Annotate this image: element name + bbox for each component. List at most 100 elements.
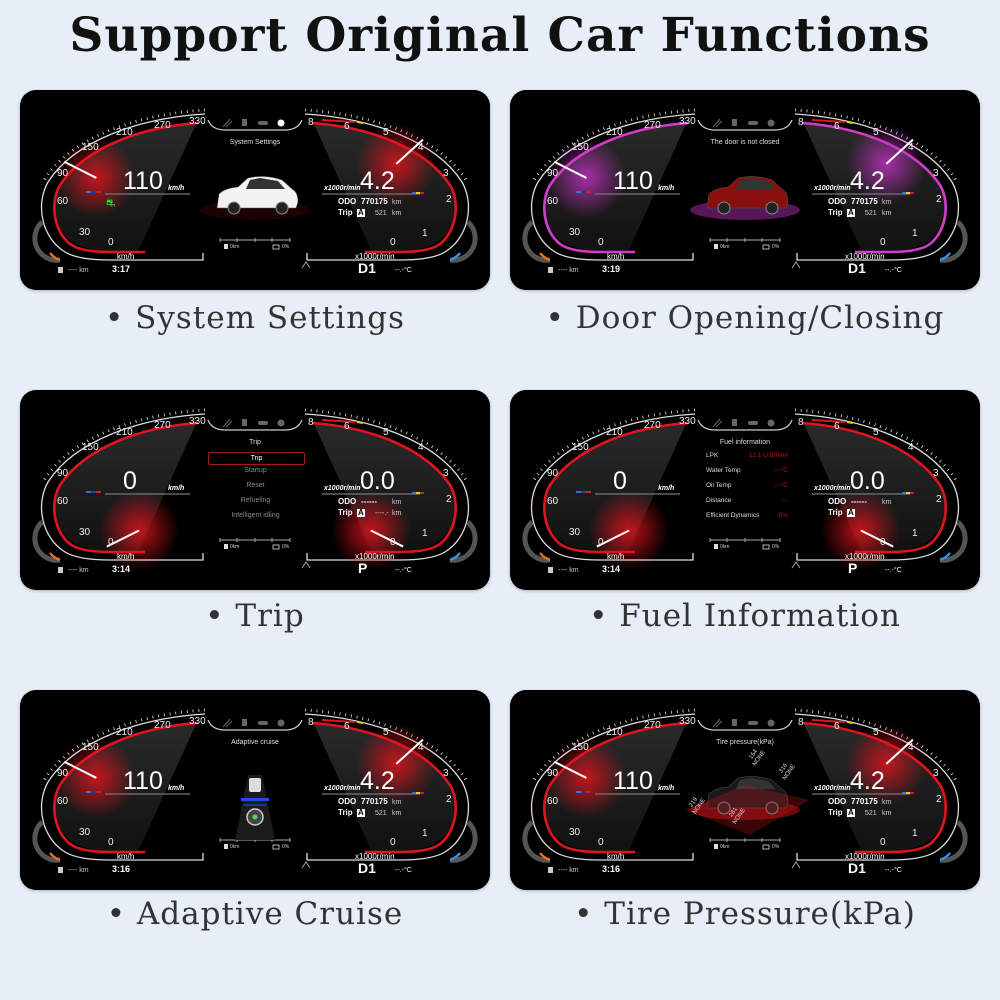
menu-icons xyxy=(712,718,775,728)
m-logo-left xyxy=(576,191,591,193)
speed-needle xyxy=(106,529,140,548)
gear-indicator: P xyxy=(358,560,368,576)
fuel-info-label: Distance xyxy=(706,497,732,504)
fuel-info-label: Water Temp xyxy=(706,467,741,474)
rpm-unit-bottom: x1000r/min xyxy=(355,852,395,861)
trip-menu-item[interactable]: Startup xyxy=(244,467,267,474)
rpm-tick-label: 4 xyxy=(418,142,424,153)
rpm-tick-label: 1 xyxy=(912,828,918,839)
gear-icon xyxy=(277,719,285,727)
rpm-gauge-face xyxy=(314,424,457,552)
trip-menu-item[interactable]: Refueling xyxy=(240,497,271,504)
trip-menu-item[interactable]: Reset xyxy=(246,482,265,489)
speed-tick-label: 210 xyxy=(116,427,133,438)
rpm-tick-label: 8 xyxy=(308,117,314,128)
speed-value: 110 xyxy=(123,767,163,795)
range-value: ---- km xyxy=(558,567,579,574)
speed-tick-label: 0 xyxy=(598,837,604,848)
trip-label: Trip xyxy=(338,808,353,817)
left-mini-gauge xyxy=(522,220,551,263)
fuel-pump-icon xyxy=(714,844,718,849)
speed-tick-label: 210 xyxy=(116,727,133,738)
redline-marker xyxy=(811,119,846,123)
rpm-value: 4.2 xyxy=(360,167,395,195)
temp-warning-icon xyxy=(791,261,801,269)
battery-percent: 0% xyxy=(772,544,780,550)
gear-icon xyxy=(767,419,775,427)
fuel-info-label: LPK xyxy=(706,452,719,459)
rpm-unit: x1000r/min xyxy=(814,485,851,492)
outside-temperature: --.-°C xyxy=(885,267,902,274)
m-logo-right xyxy=(412,492,424,494)
speed-value: 110 xyxy=(613,767,653,795)
left-mini-gauge-level xyxy=(49,552,61,562)
rpm-tick-label: 3 xyxy=(933,768,939,779)
rpm-tick-label: 1 xyxy=(422,528,428,539)
trip-menu-item[interactable]: Trip xyxy=(208,452,305,465)
road-icon xyxy=(222,718,233,728)
speed-tick-label: 210 xyxy=(606,427,623,438)
speed-gauge-face xyxy=(543,424,686,552)
rpm-tick-label: 3 xyxy=(443,768,449,779)
car-menu-icon xyxy=(258,121,268,125)
fuel-bar xyxy=(709,238,781,250)
rpm-tick-label: 3 xyxy=(443,468,449,479)
fuel-bar xyxy=(219,538,291,550)
center-title: Tire pressure(kPa) xyxy=(716,739,774,746)
speed-gauge-outline xyxy=(40,713,206,861)
trip-value: ----.- xyxy=(375,510,389,517)
rpm-gauge-outline xyxy=(304,413,470,561)
speed-gauge-ticks xyxy=(532,708,696,781)
m-logo-right xyxy=(412,192,424,194)
speed-arc xyxy=(543,721,689,854)
rpm-value: 4.2 xyxy=(850,167,885,195)
left-mini-gauge xyxy=(32,820,61,863)
menu-icons xyxy=(712,118,775,128)
rpm-tick-label: 6 xyxy=(834,721,840,732)
rpm-needle xyxy=(370,529,404,548)
speed-needle xyxy=(63,760,97,779)
rpm-tick-label: 5 xyxy=(383,127,389,138)
fuel-menu-icon xyxy=(242,419,247,426)
rpm-gauge-ticks xyxy=(304,108,468,181)
speed-unit: km/h xyxy=(658,785,675,792)
rpm-tick-label: 8 xyxy=(308,717,314,728)
rpm-value: 0.0 xyxy=(850,467,885,495)
m-logo-left xyxy=(86,791,101,793)
right-mini-gauge xyxy=(939,520,968,563)
rpm-tick-label: 5 xyxy=(873,427,879,438)
rpm-needle xyxy=(395,138,424,165)
fuel-range: 0km xyxy=(230,544,240,550)
rpm-tick-label: 3 xyxy=(933,168,939,179)
range-fuel-icon xyxy=(58,867,63,873)
m-logo-left xyxy=(86,491,101,493)
speed-tick-label: 270 xyxy=(154,120,171,131)
odo-label: ODO xyxy=(828,197,847,206)
battery-percent: 0% xyxy=(282,244,290,250)
speed-tick-label: 90 xyxy=(547,468,559,479)
speed-value: 0 xyxy=(123,467,137,495)
menu-bracket xyxy=(697,419,793,431)
odo-value: 770175 xyxy=(361,197,388,206)
tire-floor-glow xyxy=(685,785,810,835)
temp-warning-icon xyxy=(301,861,311,869)
trip-label: Trip xyxy=(338,508,353,517)
m-logo-left xyxy=(576,491,591,493)
speed-tick-label: 330 xyxy=(189,416,206,427)
odo-value: ------ xyxy=(851,497,867,506)
cruise-road xyxy=(235,775,275,840)
feature-caption: • Trip xyxy=(205,598,305,634)
m-logo-right xyxy=(412,792,424,794)
trip-menu-item[interactable]: Intelligent idling xyxy=(231,512,280,519)
rpm-tick-label: 5 xyxy=(873,727,879,738)
gauge-graphics xyxy=(32,708,478,873)
gear-indicator: D1 xyxy=(358,260,376,276)
speed-tick-label: 210 xyxy=(606,127,623,138)
battery-icon xyxy=(762,844,770,850)
m-logo-right xyxy=(902,192,914,194)
road-icon xyxy=(712,718,723,728)
speed-arc xyxy=(53,721,199,854)
gear-indicator: D1 xyxy=(848,860,866,876)
fuel-menu-icon xyxy=(732,119,737,126)
